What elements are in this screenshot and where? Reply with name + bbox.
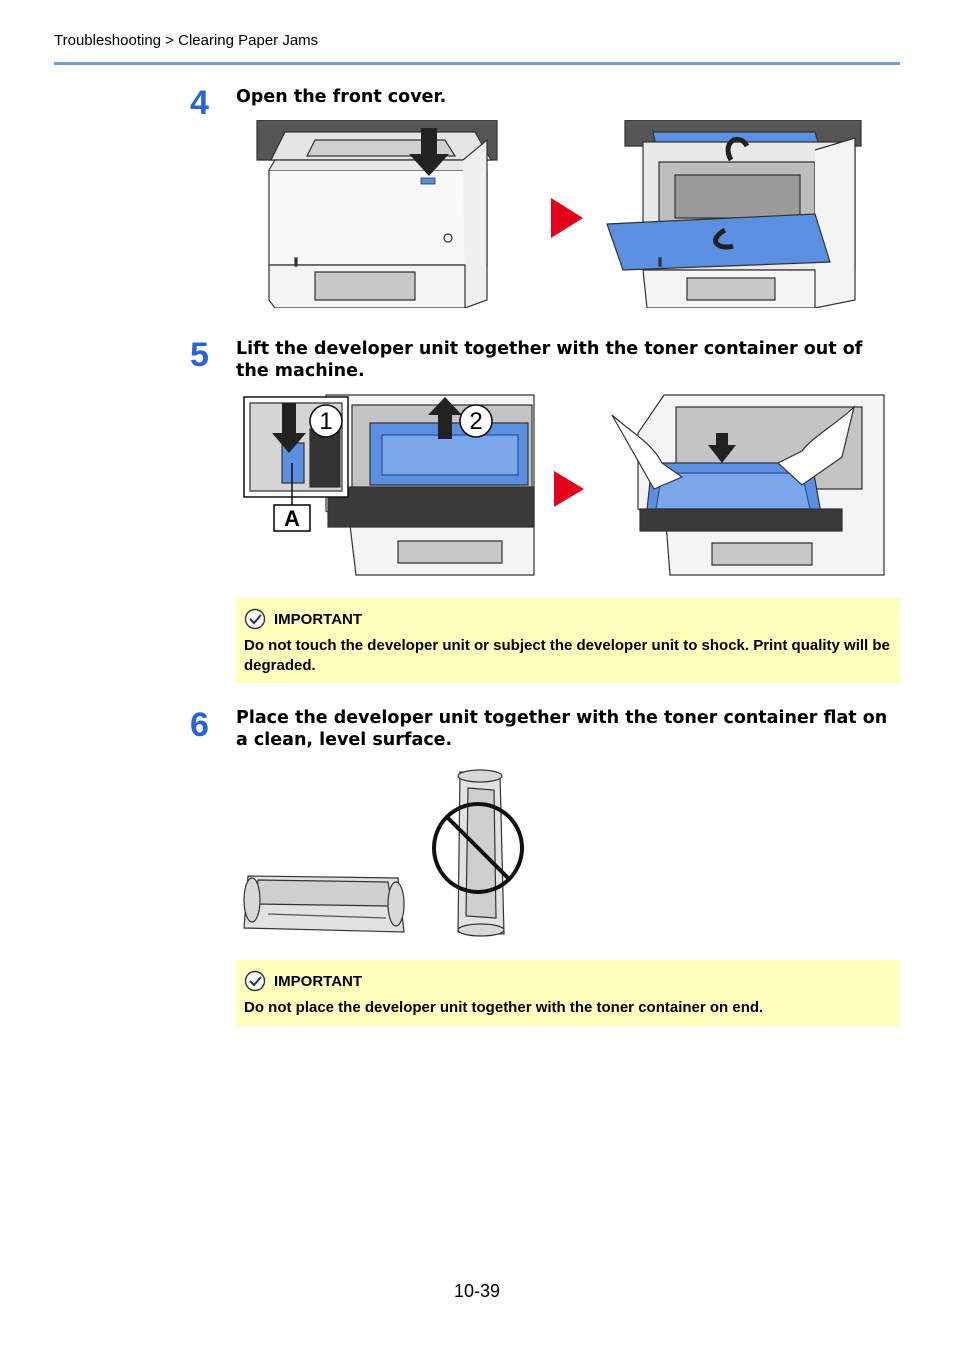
header-rule	[54, 62, 900, 65]
step-6-illustration	[243, 769, 524, 937]
callout-a	[273, 504, 311, 532]
callout-1	[309, 404, 343, 438]
breadcrumb: Troubleshooting > Clearing Paper Jams	[54, 32, 319, 49]
down-arrow-icon	[708, 433, 736, 463]
cover-release-button	[420, 177, 436, 185]
callout-1-label: 1	[319, 408, 332, 435]
note-header: IMPORTANT	[244, 608, 892, 630]
note-label: IMPORTANT	[274, 610, 363, 628]
check-circle-icon	[244, 608, 266, 630]
step-5-title: Lift the developer unit together with th…	[236, 339, 863, 381]
important-note-2: IMPORTANT Do not place the developer uni…	[236, 960, 900, 1026]
step-4-title: Open the front cover.	[236, 87, 447, 107]
note-header: IMPORTANT	[244, 970, 892, 992]
note-text: Do not touch the developer unit or subje…	[244, 637, 890, 674]
step-6-number: 6	[190, 706, 209, 744]
step-5-number: 5	[190, 336, 209, 374]
callout-2	[459, 404, 493, 438]
hands-removing-unit-illustration	[611, 394, 885, 576]
check-circle-icon	[244, 970, 266, 992]
next-arrow-icon	[551, 198, 583, 238]
developer-unit-flat-illustration	[243, 875, 405, 933]
developer-lift-illustration	[243, 394, 535, 576]
down-arrow-icon	[272, 403, 306, 453]
printer-closed-illustration	[256, 120, 498, 308]
important-note-1: IMPORTANT Do not touch the developer uni…	[236, 598, 900, 683]
step-4-illustration	[256, 120, 862, 308]
printer-open-illustration	[606, 120, 862, 308]
down-arrow-icon	[409, 128, 449, 176]
note-label: IMPORTANT	[274, 972, 363, 990]
note-text: Do not place the developer unit together…	[244, 999, 764, 1016]
prohibited-icon	[432, 802, 524, 894]
up-arrow-icon	[428, 397, 462, 439]
step-6-title: Place the developer unit together with t…	[236, 708, 888, 750]
next-arrow-icon	[554, 471, 584, 507]
step-5-illustration: 1 2 A	[243, 394, 885, 576]
callout-2-label: 2	[469, 408, 482, 435]
callout-a-label: A	[284, 506, 300, 531]
page-number: 10-39	[453, 1281, 501, 1301]
step-4-number: 4	[190, 84, 209, 122]
curved-arrow-icon	[713, 137, 750, 250]
